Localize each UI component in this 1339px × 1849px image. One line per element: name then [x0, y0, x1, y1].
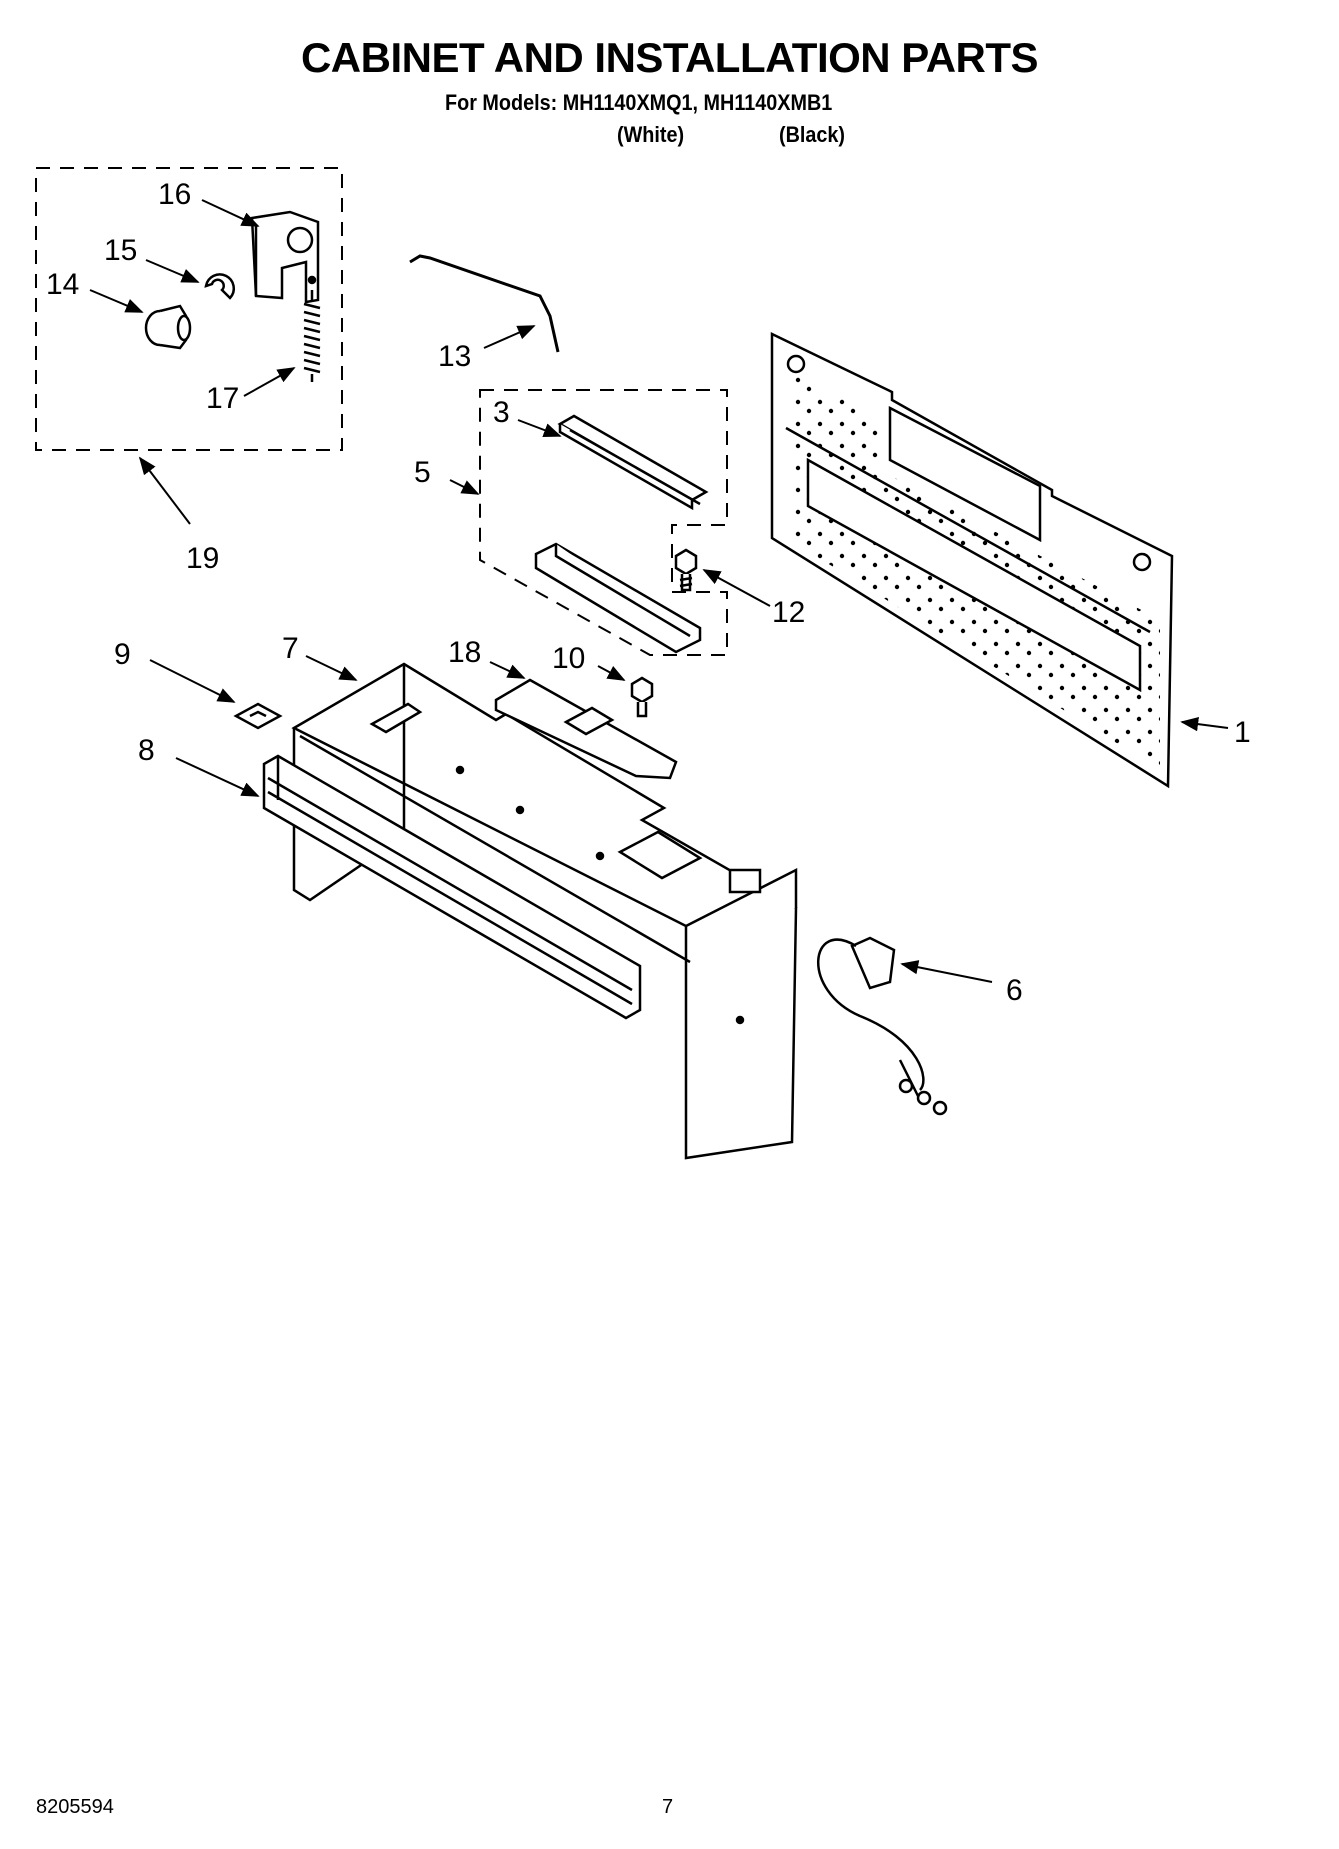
variant-white: (White) — [617, 122, 685, 147]
leader-lines — [89, 199, 1229, 983]
part-15-retaining-clip — [204, 273, 235, 300]
part-1-mounting-plate — [770, 332, 1174, 789]
part-10-screw — [630, 676, 654, 718]
callout-14: 14 — [46, 268, 79, 301]
callout-6: 6 — [1006, 974, 1023, 1007]
part-17-spring — [303, 290, 321, 382]
callout-5: 5 — [414, 456, 431, 489]
part-5-bracket — [534, 542, 702, 654]
callout-12: 12 — [772, 596, 805, 629]
page-number: 7 — [662, 1796, 674, 1818]
part-3-rail — [557, 414, 709, 511]
kit-5-dashed-box — [479, 389, 728, 656]
callout-3: 3 — [493, 396, 510, 429]
callout-7: 7 — [282, 632, 299, 665]
part-8-vent-grille — [262, 754, 642, 1020]
variant-black: (Black) — [779, 122, 846, 147]
kit-19-dashed-box — [35, 167, 343, 451]
callout-10: 10 — [552, 642, 585, 675]
callout-15: 15 — [104, 234, 137, 267]
part-12-screw — [674, 548, 698, 592]
part-14-plunger — [144, 304, 192, 350]
part-13-rod — [409, 254, 560, 353]
callout-8: 8 — [138, 734, 155, 767]
callout-19: 19 — [186, 542, 219, 575]
callout-1: 1 — [1234, 716, 1251, 749]
part-16-hinge-bracket — [250, 210, 320, 304]
document-number: 8205594 — [36, 1796, 114, 1818]
callout-9: 9 — [114, 638, 131, 671]
page-title: CABINET AND INSTALLATION PARTS — [300, 34, 1039, 81]
part-6-power-cord — [817, 936, 948, 1116]
callout-13: 13 — [438, 340, 471, 373]
part-9-clip — [233, 702, 283, 730]
callout-18: 18 — [448, 636, 481, 669]
callout-17: 17 — [206, 382, 239, 415]
models-line: For Models: MH1140XMQ1, MH1140XMB1 — [445, 90, 833, 115]
part-18-top-bracket — [494, 678, 678, 780]
callout-16: 16 — [158, 178, 191, 211]
